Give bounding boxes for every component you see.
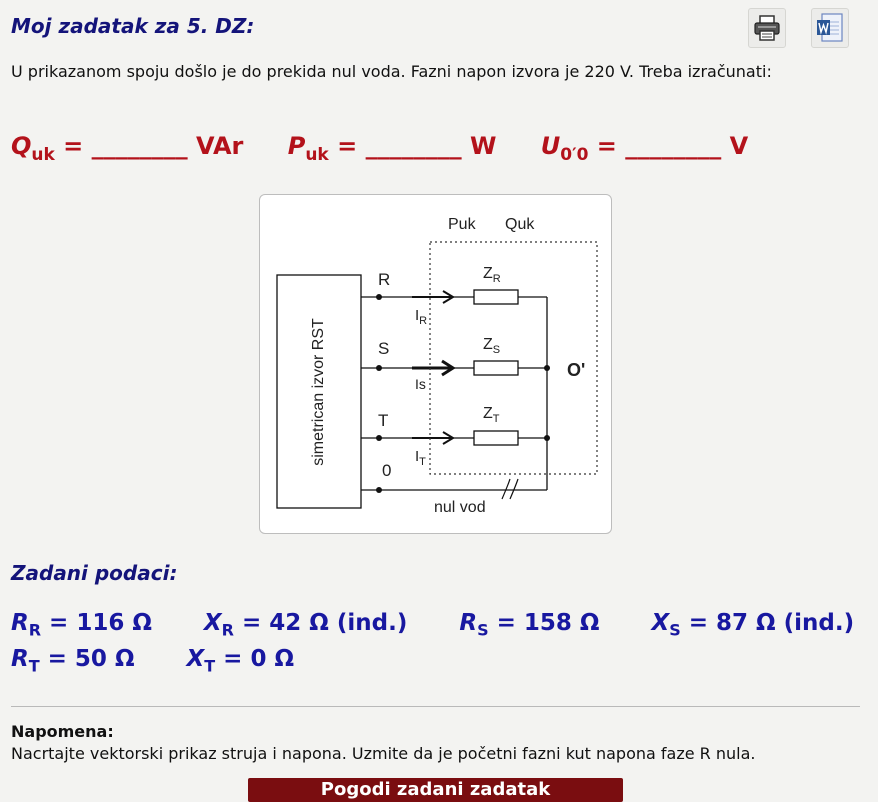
- phase-label-s: S: [378, 339, 389, 358]
- phase-label-r: R: [378, 270, 390, 289]
- circuit-svg: simetrican izvor RST R S T 0 IR Is: [276, 216, 598, 516]
- unknown-p-total: Puk = ________ W: [287, 132, 497, 165]
- unknown-q-total: Quk = ________ VAr: [11, 132, 244, 165]
- word-document-icon: [817, 13, 843, 42]
- printer-icon: [754, 15, 780, 41]
- given-xs: XS = 87 Ω (ind.): [651, 610, 855, 640]
- submit-task-button[interactable]: Pogodi zadani zadatak: [248, 778, 623, 802]
- source-block: [276, 274, 362, 509]
- impedance-r: [473, 289, 519, 305]
- print-button[interactable]: [748, 8, 786, 48]
- impedance-s: [473, 360, 519, 376]
- task-description: U prikazanom spoju došlo je do prekida n…: [11, 62, 772, 81]
- current-label-s: Is: [415, 376, 426, 392]
- given-xr: XR = 42 Ω (ind.): [203, 610, 408, 640]
- given-rt: RT = 50 Ω: [11, 646, 135, 676]
- source-label: simetrican izvor RST: [310, 318, 327, 466]
- circuit-diagram: simetrican izvor RST R S T 0 IR Is: [259, 194, 612, 534]
- impedance-label-s: ZS: [483, 336, 500, 356]
- given-rs: RS = 158 Ω: [459, 610, 600, 640]
- neutral-label: 0: [382, 461, 391, 480]
- unknown-u-00: U0′0 = ________ V: [540, 132, 749, 165]
- load-boundary: [429, 241, 598, 475]
- impedance-label-r: ZR: [483, 265, 501, 285]
- current-label-t: IT: [415, 448, 426, 468]
- neutral-wire-label: nul vod: [434, 499, 486, 516]
- impedance-t: [473, 430, 519, 446]
- star-point-label: O': [567, 360, 585, 380]
- current-label-r: IR: [415, 307, 427, 327]
- divider: [11, 706, 860, 707]
- unknowns-row: Quk = ________ VAr Puk = ________ W U0′0…: [11, 132, 784, 165]
- quk-label: Quk: [505, 216, 535, 233]
- page-title: Moj zadatak za 5. DZ:: [11, 14, 255, 38]
- given-xt: XT = 0 Ω: [186, 646, 295, 676]
- given-data-row-2: RT = 50 Ω XT = 0 Ω: [11, 646, 294, 676]
- impedance-label-t: ZT: [483, 405, 500, 425]
- given-data-heading: Zadani podaci:: [11, 561, 178, 585]
- given-data-row-1: RR = 116 Ω XR = 42 Ω (ind.) RS = 158 Ω X…: [11, 610, 854, 640]
- word-export-button[interactable]: [811, 8, 849, 48]
- phase-label-t: T: [378, 411, 388, 430]
- puk-label: Puk: [448, 216, 477, 233]
- given-rr: RR = 116 Ω: [11, 610, 152, 640]
- note-label: Napomena:: [11, 722, 114, 741]
- neutral-break-mark: [501, 478, 519, 500]
- note-text: Nacrtajte vektorski prikaz struja i napo…: [11, 744, 756, 763]
